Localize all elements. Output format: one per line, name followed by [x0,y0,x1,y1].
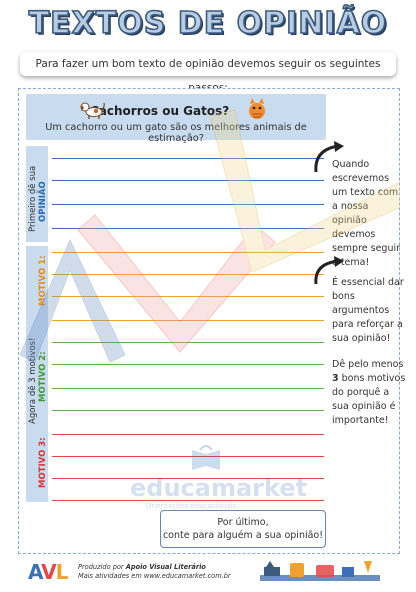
footer-credits: Produzido por Apoio Visual Literário Mai… [78,563,231,580]
motives-column [26,246,48,502]
motive-3-line [52,434,324,435]
tip-arguments: É essencial dar bons argumentos para ref… [332,277,404,344]
motive-1-line [52,296,324,297]
motive-3-label: MOTIVO 3: [38,437,48,488]
closing-box: Por último, conte para alguém a sua opin… [160,510,326,548]
page-title: TEXTOS DE OPINIÃO [28,5,388,42]
motive-1-line [52,274,324,275]
worksheet-frame [18,88,400,554]
topic-question: Um cachorro ou um gato são os melhores a… [45,122,307,144]
topic-box: Um cachorro ou um gato são os melhores a… [26,94,326,144]
opinion-line [52,180,324,181]
motive-1-line [52,320,324,321]
opinion-line [52,204,324,205]
motive-2-line [52,410,324,411]
motives-intro-label: Agora dê 3 motivos! [28,337,38,425]
motive-3-line [52,478,324,479]
motive-2-label: MOTIVO 2: [38,351,48,402]
closing-line-2: conte para alguém a sua opinião! [162,530,324,541]
opinion-label: Primeiro dê sua [28,165,38,232]
opinion-column [26,146,48,242]
curved-arrow-icon [314,256,344,285]
motive-1-label: MOTIVO 1: [38,255,48,306]
cat-icon [249,98,265,119]
avl-logo: AVL [28,560,68,584]
motive-2-line [52,342,324,343]
closing-line-1: Por último, [217,517,269,528]
motive-3-line [52,500,324,501]
motive-2-line [52,388,324,389]
motive-1-line [52,252,324,253]
dog-icon [80,102,105,119]
footer-scene-illustration [260,561,380,581]
tip-theme: Quando escrevemos um texto com a nossa o… [332,159,401,268]
opinion-label-strong: OPINIÃO [38,181,48,222]
tip-three-motives: Dê pelo menos 3 bons motivos do porquê a… [332,359,406,426]
motive-3-line [52,456,324,457]
opinion-line [52,158,324,159]
footer-website: Mais atividades em www.educamarket.com.b… [78,572,231,580]
intro-instruction: Para fazer um bom texto de opinião devem… [20,52,396,94]
topic-title: Cachorros ou Gatos? [90,104,230,118]
curved-arrow-icon [314,141,344,173]
opinion-line [52,228,324,229]
motive-2-line [52,364,324,365]
